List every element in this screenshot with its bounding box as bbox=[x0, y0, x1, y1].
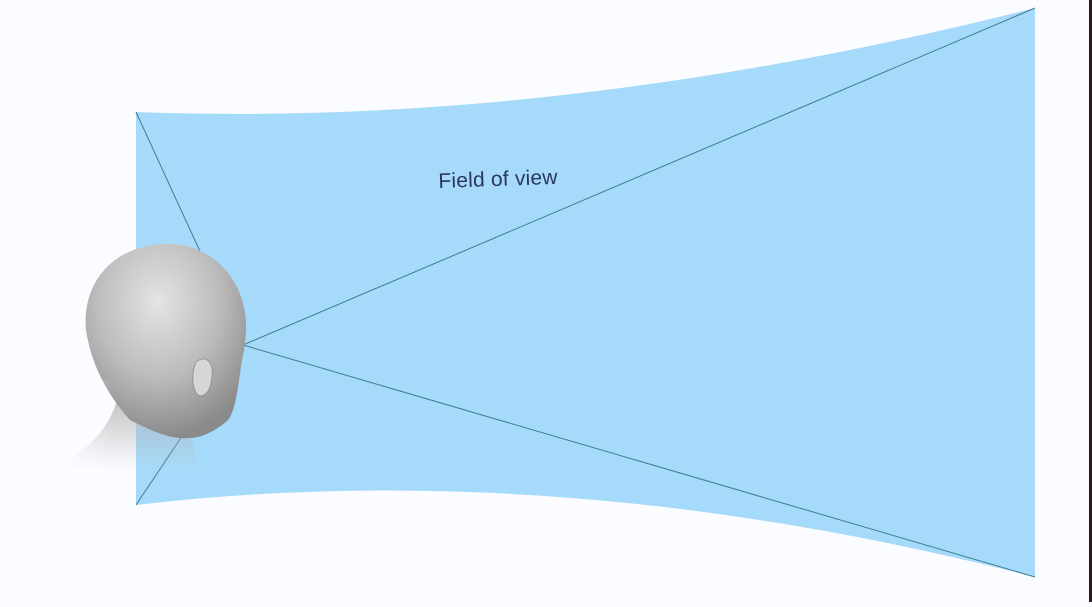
field-of-view-panel bbox=[136, 8, 1035, 577]
ray-bottom-right bbox=[242, 344, 1036, 578]
right-edge-border bbox=[1089, 0, 1092, 602]
field-of-view-label: Field of view bbox=[438, 165, 559, 193]
viewer-head bbox=[40, 243, 247, 480]
neck-fade bbox=[40, 380, 160, 480]
ray-top-right bbox=[242, 7, 1036, 346]
ear bbox=[192, 358, 213, 397]
